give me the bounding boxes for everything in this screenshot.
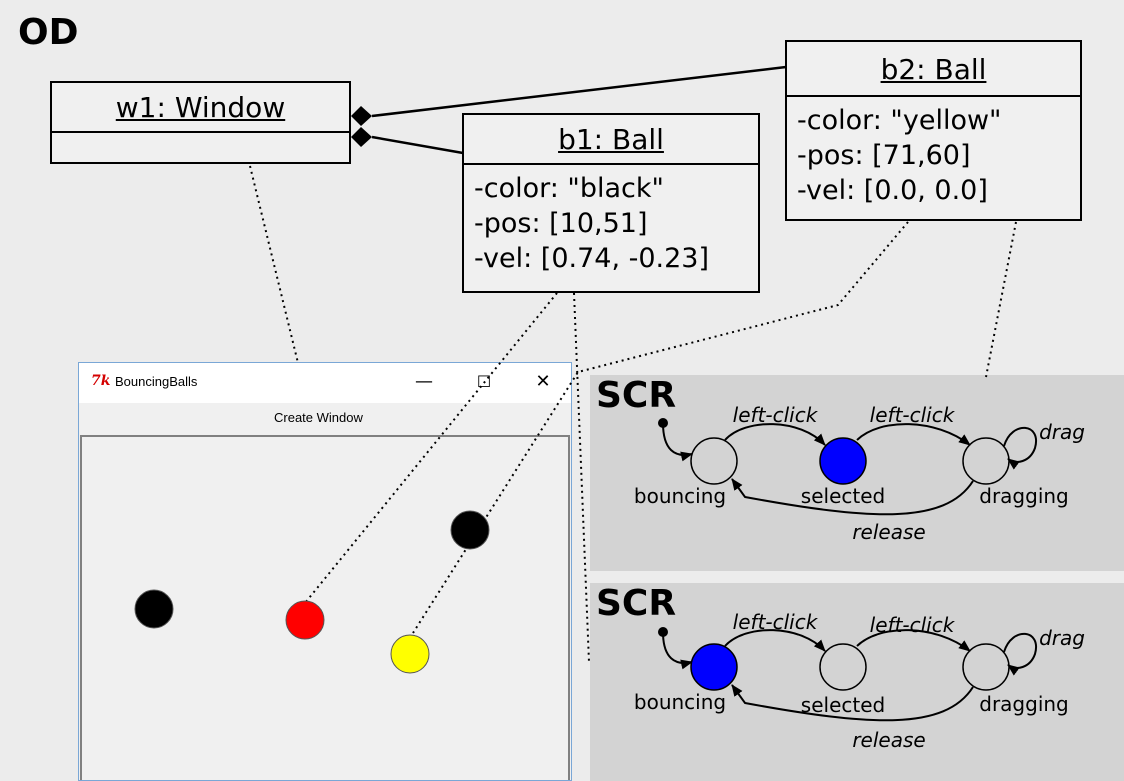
- state-label-top-2: dragging: [979, 484, 1069, 508]
- state-machine-bottom: left-click left-click drag release bounc…: [634, 610, 1085, 752]
- trace-b2-scr: [985, 221, 1017, 378]
- window-title: BouncingBalls: [115, 374, 198, 389]
- transition-label-top-2: drag: [1039, 420, 1085, 444]
- state-selected-bottom: [819, 643, 867, 691]
- state-label-top-1: selected: [801, 484, 885, 508]
- ball-yellow[interactable]: [390, 634, 430, 674]
- ball-black-right[interactable]: [450, 510, 490, 550]
- trace-b1-scr: [573, 292, 590, 663]
- state-bouncing-bottom: [690, 643, 738, 691]
- object-w1-window: w1: Window: [50, 81, 351, 164]
- ball-red[interactable]: [285, 600, 325, 640]
- composition-link-w1-b2: [371, 65, 787, 118]
- minimize-button[interactable]: —: [415, 371, 433, 392]
- state-machine-top: left-click left-click drag release bounc…: [634, 403, 1085, 544]
- transition-label-top-0: left-click: [733, 403, 819, 427]
- scr-title-bottom: SCR: [596, 583, 677, 624]
- object-b2-attr-color: -color: "yellow": [797, 105, 1002, 136]
- composition-diamond-b1: [351, 127, 372, 147]
- transition-label-bottom-1: left-click: [870, 613, 956, 637]
- object-b2-name: b2: Ball: [787, 42, 1080, 97]
- create-window-menu-item[interactable]: Create Window: [274, 410, 363, 425]
- ball-black-left[interactable]: [134, 589, 174, 629]
- state-label-bottom-0: bouncing: [634, 690, 726, 714]
- tk-app-icon: 7k: [91, 373, 111, 389]
- object-b2-ball: b2: Ball -color: "yellow" -pos: [71,60] …: [785, 40, 1082, 221]
- object-b1-attr-color: -color: "black": [474, 173, 664, 204]
- scr-title-top: SCR: [596, 375, 677, 416]
- state-selected-top: [819, 437, 867, 485]
- object-b1-attr-vel: -vel: [0.74, -0.23]: [474, 243, 709, 274]
- transition-label-bottom-0: left-click: [733, 610, 819, 634]
- window-menubar: Create Window: [79, 403, 571, 433]
- transition-label-bottom-3: release: [852, 728, 925, 752]
- close-button[interactable]: ✕: [535, 371, 551, 392]
- object-b2-attr-vel: -vel: [0.0, 0.0]: [797, 175, 988, 206]
- trace-b1-red-ball: [304, 292, 558, 604]
- trace-b2-yellow-ball: [412, 221, 909, 634]
- object-b1-name: b1: Ball: [464, 115, 758, 165]
- state-label-top-0: bouncing: [634, 484, 726, 508]
- composition-diamond-b2: [351, 106, 372, 126]
- transition-label-bottom-2: drag: [1039, 626, 1085, 650]
- state-label-bottom-2: dragging: [979, 692, 1069, 716]
- object-b2-attributes: -color: "yellow" -pos: [71,60] -vel: [0.…: [787, 97, 1080, 208]
- state-label-bottom-1: selected: [801, 693, 885, 717]
- object-w1-name: w1: Window: [52, 83, 349, 133]
- od-title: OD: [18, 12, 79, 53]
- transition-label-top-3: release: [852, 520, 925, 544]
- object-b1-attributes: -color: "black" -pos: [10,51] -vel: [0.7…: [464, 165, 758, 276]
- trace-w1-window: [249, 165, 299, 364]
- object-b1-ball: b1: Ball -color: "black" -pos: [10,51] -…: [462, 113, 760, 293]
- object-b1-attr-pos: -pos: [10,51]: [474, 208, 648, 239]
- transition-label-top-1: left-click: [870, 403, 956, 427]
- window-titlebar: 7k BouncingBalls — ☐ ✕: [79, 363, 571, 403]
- state-bouncing-top: [690, 437, 738, 485]
- object-b2-attr-pos: -pos: [71,60]: [797, 140, 971, 171]
- composition-link-w1-b1: [371, 135, 464, 155]
